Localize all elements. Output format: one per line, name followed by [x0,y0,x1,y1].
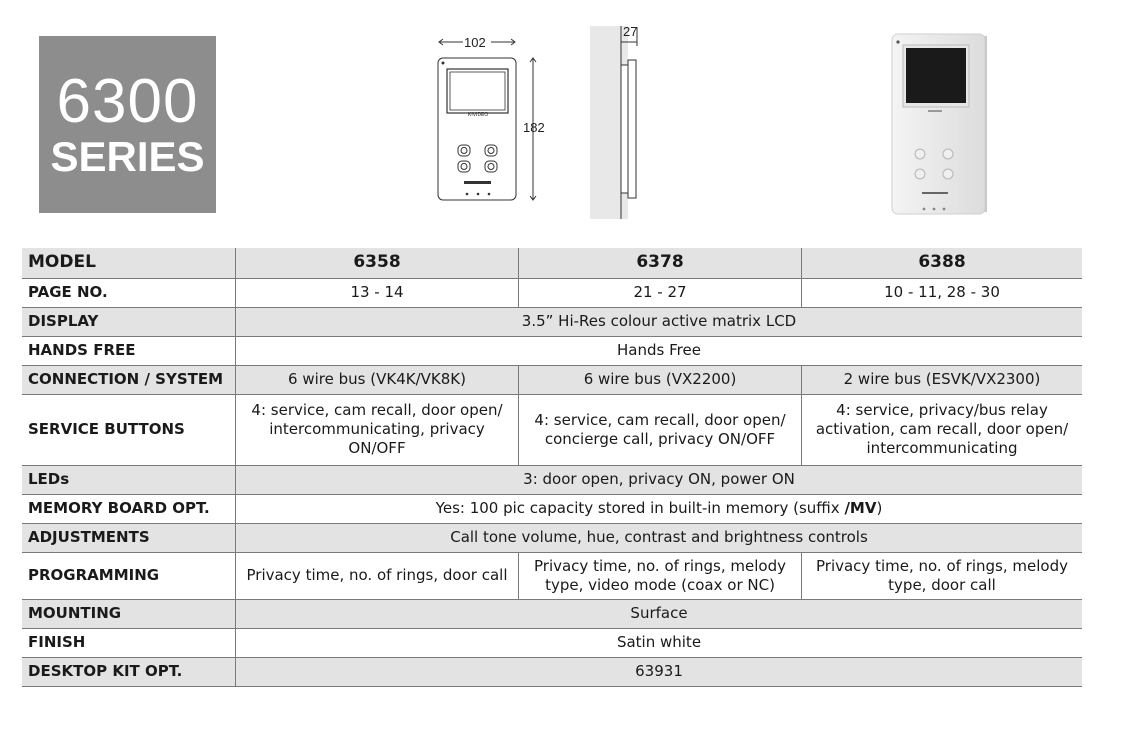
front-view-drawing [437,38,537,201]
table-row: SERVICE BUTTONS 4: service, cam recall, … [22,394,1082,466]
table-cell: 4: service, cam recall, door open/ conci… [518,394,802,466]
height-dimension: 182 [523,120,545,135]
table-cell: 4: service, privacy/bus relay activation… [801,394,1082,466]
depth-dimension: 27 [623,24,638,39]
table-row: FINISH Satin white [22,628,1082,658]
row-label: DISPLAY [22,307,236,337]
table-cell: Surface [235,599,1082,629]
table-row: MODEL 6358 6378 6388 [22,248,1082,279]
row-label: MODEL [22,248,236,279]
row-label: DESKTOP KIT OPT. [22,657,236,687]
table-cell: 4: service, cam recall, door open/ inter… [235,394,519,466]
table-row: DISPLAY 3.5” Hi-Res colour active matrix… [22,307,1082,337]
table-cell: 13 - 14 [235,278,519,308]
table-row: CONNECTION / SYSTEM 6 wire bus (VK4K/VK8… [22,365,1082,395]
product-photo [891,33,987,215]
table-cell: Hands Free [235,336,1082,366]
row-label: CONNECTION / SYSTEM [22,365,236,395]
memory-close: ) [876,499,883,518]
table-cell: 3.5” Hi-Res colour active matrix LCD [235,307,1082,337]
row-label: LEDs [22,465,236,495]
table-row: MEMORY BOARD OPT. Yes: 100 pic capacity … [22,494,1082,524]
table-cell: 6358 [235,248,519,279]
memory-text: Yes: 100 pic capacity stored in built-in… [435,499,845,518]
row-label: ADJUSTMENTS [22,523,236,553]
series-number: 6300 [56,67,199,136]
table-cell: 21 - 27 [518,278,802,308]
row-label: MOUNTING [22,599,236,629]
table-cell: Call tone volume, hue, contrast and brig… [235,523,1082,553]
row-label: SERVICE BUTTONS [22,394,236,466]
table-cell: Satin white [235,628,1082,658]
memory-suffix: /MV [844,499,877,518]
spec-table: MODEL 6358 6378 6388 PAGE NO. 13 - 14 21… [22,248,1082,687]
table-cell: 3: door open, privacy ON, power ON [235,465,1082,495]
table-cell: 6 wire bus (VK4K/VK8K) [235,365,519,395]
table-cell: 6 wire bus (VX2200) [518,365,802,395]
table-cell: 10 - 11, 28 - 30 [801,278,1082,308]
table-row: MOUNTING Surface [22,599,1082,629]
row-label: FINISH [22,628,236,658]
row-label: HANDS FREE [22,336,236,366]
side-view-drawing [590,26,638,219]
table-row: HANDS FREE Hands Free [22,336,1082,366]
table-cell: Privacy time, no. of rings, door call [235,552,519,600]
width-dimension: 102 [464,35,486,50]
table-row: DESKTOP KIT OPT. 63931 [22,657,1082,687]
table-cell: Privacy time, no. of rings, melody type,… [518,552,802,600]
table-cell: Privacy time, no. of rings, melody type,… [801,552,1082,600]
row-label: PROGRAMMING [22,552,236,600]
row-label: MEMORY BOARD OPT. [22,494,236,524]
table-row: LEDs 3: door open, privacy ON, power ON [22,465,1082,495]
table-cell: 63931 [235,657,1082,687]
series-badge: 6300 SERIES [39,36,216,213]
table-row: PAGE NO. 13 - 14 21 - 27 10 - 11, 28 - 3… [22,278,1082,308]
table-cell: 6388 [801,248,1082,279]
table-cell: Yes: 100 pic capacity stored in built-in… [235,494,1082,524]
table-cell: 6378 [518,248,802,279]
brand-label: KIVIDEO [468,112,489,118]
table-row: PROGRAMMING Privacy time, no. of rings, … [22,552,1082,600]
table-cell: 2 wire bus (ESVK/VX2300) [801,365,1082,395]
series-word: SERIES [50,133,205,180]
row-label: PAGE NO. [22,278,236,308]
table-row: ADJUSTMENTS Call tone volume, hue, contr… [22,523,1082,553]
